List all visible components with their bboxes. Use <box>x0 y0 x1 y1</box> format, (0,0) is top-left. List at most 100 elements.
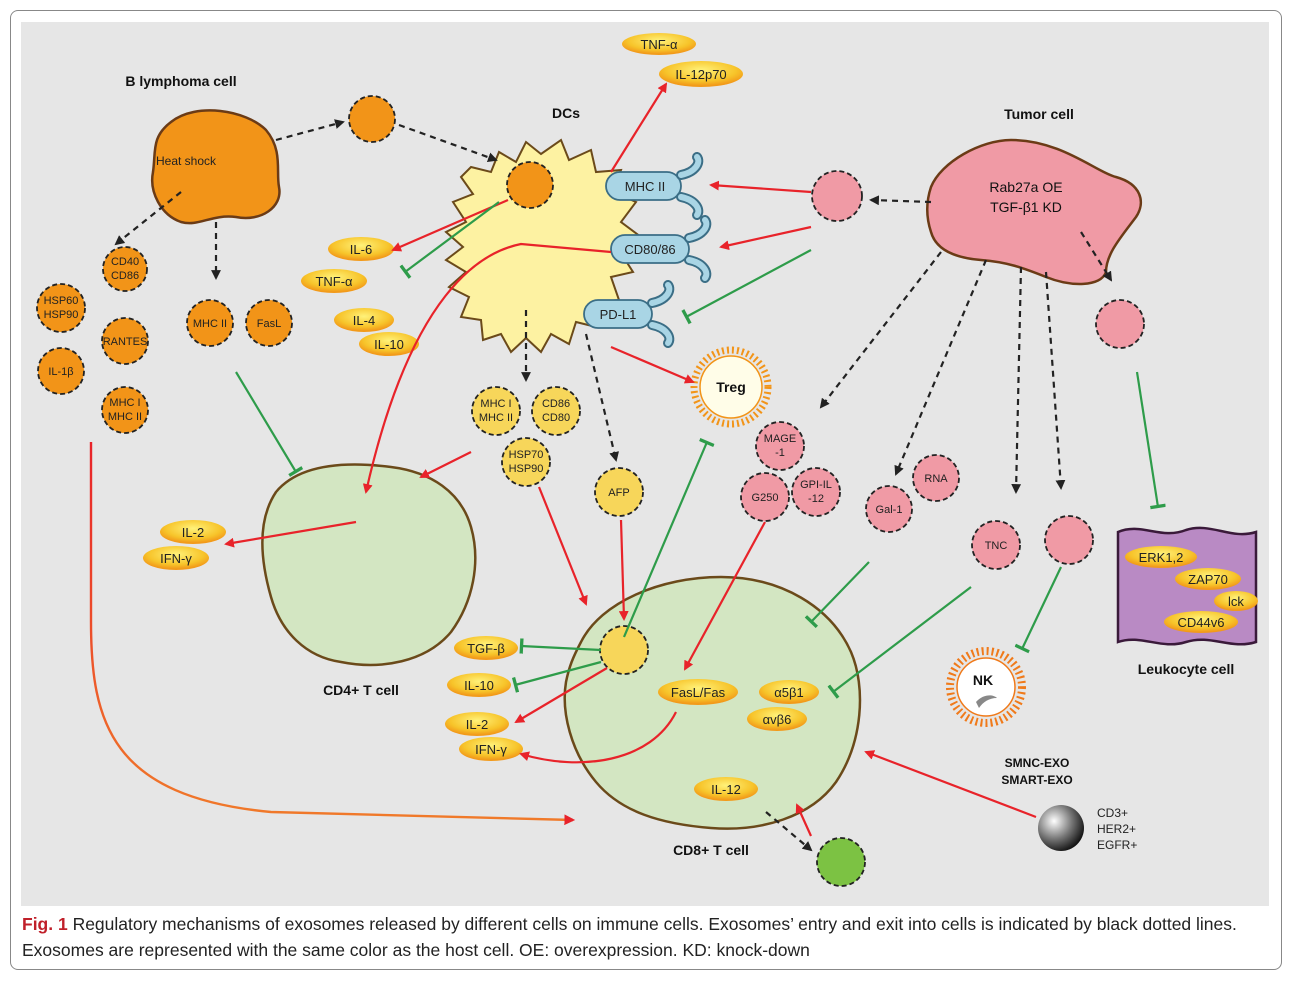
orange-exo-il1b: IL-1β <box>37 347 85 395</box>
pill-lck: lck <box>1214 591 1258 611</box>
svg-text:CD40: CD40 <box>111 256 139 268</box>
b-lymphoma-label: B lymphoma cell <box>125 73 236 89</box>
svg-text:MHC II: MHC II <box>625 179 665 194</box>
pill-erk: ERK1,2 <box>1125 546 1197 568</box>
activation-arrows <box>224 82 1037 837</box>
pill-cd44v6: CD44v6 <box>1164 611 1238 633</box>
pill-ifng-cd8: IFN-γ <box>459 737 523 761</box>
pill-tnfa-top: TNF-α <box>622 33 696 55</box>
nk-label: NK <box>973 672 993 688</box>
long-activation-path <box>89 442 576 826</box>
dcs-label: DCs <box>552 105 580 121</box>
svg-text:TGF-β: TGF-β <box>467 641 505 656</box>
orange-exo-fasl: FasL <box>245 299 293 347</box>
svg-text:CD44v6: CD44v6 <box>1178 615 1225 630</box>
smart-exo-sphere <box>1038 805 1084 851</box>
receptor-mhc2: MHC II <box>605 152 704 220</box>
tumor-label: Tumor cell <box>1004 106 1074 122</box>
svg-text:IL-2: IL-2 <box>466 717 488 732</box>
pink-exo-g250: G250 <box>740 472 790 522</box>
svg-text:G250: G250 <box>752 492 779 504</box>
svg-text:GPI-IL: GPI-IL <box>800 479 832 491</box>
pill-avb6: αvβ6 <box>747 707 807 731</box>
yellow-exo-hsp: HSP70 HSP90 <box>501 437 551 487</box>
svg-text:IL-1β: IL-1β <box>48 366 73 378</box>
svg-text:MHC I: MHC I <box>109 397 140 409</box>
heat-shock-label: Heat shock <box>156 154 217 168</box>
pink-exo-gpi: GPI-IL -12 <box>791 467 841 517</box>
svg-text:lck: lck <box>1228 594 1244 609</box>
inhibition-lines <box>235 201 1166 699</box>
svg-text:FasL/Fas: FasL/Fas <box>671 685 726 700</box>
svg-text:ERK1,2: ERK1,2 <box>1139 550 1184 565</box>
svg-text:HSP60: HSP60 <box>44 295 79 307</box>
svg-text:αvβ6: αvβ6 <box>763 712 792 727</box>
figure-caption: Fig. 1 Regulatory mechanisms of exosomes… <box>22 911 1272 963</box>
pill-il10-cd8: IL-10 <box>447 673 511 697</box>
svg-text:-12: -12 <box>808 493 824 505</box>
yellow-exo-cd86: CD86 CD80 <box>531 386 581 436</box>
trafficking-arrows <box>114 119 1113 852</box>
tumor-cell <box>926 138 1142 286</box>
orange-exo-mhc: MHC I MHC II <box>101 386 149 434</box>
caption-text: Regulatory mechanisms of exosomes releas… <box>22 914 1237 960</box>
exosome-diagram: B lymphoma cell Heat shock DCs Tumor cel… <box>21 22 1269 906</box>
treg-cell: Treg <box>690 346 772 428</box>
smart-marker-egfr: EGFR+ <box>1097 838 1137 852</box>
pink-exo-tnc: TNC <box>971 520 1021 570</box>
svg-text:FasL: FasL <box>257 318 281 330</box>
svg-text:MHC I: MHC I <box>480 398 511 410</box>
smart-marker-cd3: CD3+ <box>1097 806 1128 820</box>
svg-text:IL-12: IL-12 <box>711 782 741 797</box>
svg-text:IL-10: IL-10 <box>464 678 494 693</box>
svg-text:CD86: CD86 <box>111 270 139 282</box>
tumor-tgfb1: TGF-β1 KD <box>990 199 1062 215</box>
smart-marker-her2: HER2+ <box>1097 822 1136 836</box>
nk-cell: NK <box>946 647 1026 727</box>
yellow-exo-cd8 <box>599 625 649 675</box>
svg-text:MHC II: MHC II <box>108 411 142 423</box>
treg-label: Treg <box>716 379 746 395</box>
svg-text:IFN-γ: IFN-γ <box>160 551 192 566</box>
svg-text:Gal-1: Gal-1 <box>876 504 903 516</box>
yellow-exo-afp: AFP <box>594 467 644 517</box>
pill-tnfa-dc: TNF-α <box>301 269 367 293</box>
svg-text:IL-12p70: IL-12p70 <box>675 67 726 82</box>
receptor-pdl1: PD-L1 <box>583 280 675 348</box>
pill-il6: IL-6 <box>328 237 394 261</box>
pill-il12: IL-12 <box>694 777 758 801</box>
svg-text:IL-10: IL-10 <box>374 337 404 352</box>
svg-text:IFN-γ: IFN-γ <box>475 742 507 757</box>
leukocyte-label: Leukocyte cell <box>1138 661 1235 677</box>
pill-il2-cd4: IL-2 <box>160 520 226 544</box>
svg-text:HSP70: HSP70 <box>509 449 544 461</box>
svg-text:IL-4: IL-4 <box>353 313 375 328</box>
nk-granule-icon <box>976 695 997 708</box>
pill-zap70: ZAP70 <box>1175 568 1241 590</box>
svg-text:RNA: RNA <box>924 473 948 485</box>
svg-text:IL-6: IL-6 <box>350 242 372 257</box>
svg-text:HSP90: HSP90 <box>509 463 544 475</box>
svg-text:ZAP70: ZAP70 <box>1188 572 1228 587</box>
svg-text:-1: -1 <box>775 447 785 459</box>
svg-text:TNF-α: TNF-α <box>315 274 353 289</box>
pink-exo-right <box>1095 299 1145 349</box>
svg-text:CD80/86: CD80/86 <box>624 242 675 257</box>
orange-exo-mhc2: MHC II <box>186 299 234 347</box>
pink-exo-rna: RNA <box>912 454 960 502</box>
pill-fasl-fas: FasL/Fas <box>658 679 738 705</box>
pill-il2-cd8: IL-2 <box>445 712 509 736</box>
orange-exosome-top <box>348 95 396 143</box>
svg-text:TNC: TNC <box>985 540 1008 552</box>
svg-text:CD80: CD80 <box>542 412 570 424</box>
svg-text:RANTES: RANTES <box>103 336 148 348</box>
orange-exo-cd40: CD40 CD86 <box>102 246 148 292</box>
svg-text:PD-L1: PD-L1 <box>600 307 637 322</box>
pill-a5b1: α5β1 <box>759 680 819 704</box>
pill-il10-dc: IL-10 <box>359 332 419 356</box>
pink-exo-nk <box>1044 515 1094 565</box>
receptor-cd80-86: CD80/86 <box>610 215 712 283</box>
svg-text:IL-2: IL-2 <box>182 525 204 540</box>
b-lymphoma-cell <box>151 109 281 225</box>
caption-label: Fig. 1 <box>22 914 68 934</box>
